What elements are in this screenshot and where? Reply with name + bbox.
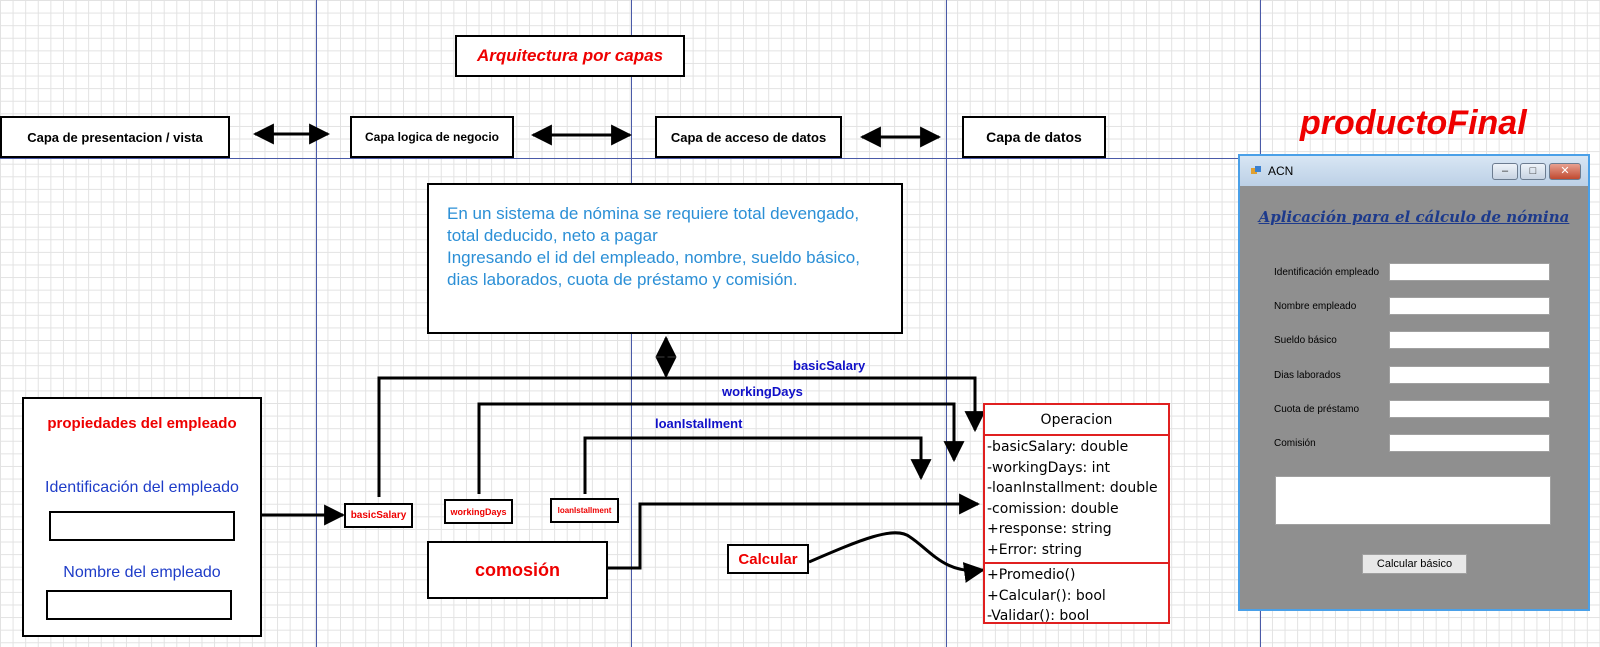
employee-id-field[interactable] [49, 511, 235, 541]
field-label-commission: Comisión [1274, 438, 1316, 449]
employee-name-input[interactable] [1389, 297, 1550, 315]
guide-line [946, 0, 947, 647]
field-label-basic-salary: Sueldo básico [1274, 335, 1337, 346]
layer-data-access: Capa de acceso de datos [655, 116, 842, 158]
uml-attribute: -comission: double [987, 500, 1119, 517]
guide-line [316, 0, 317, 647]
minimize-button[interactable]: – [1492, 163, 1518, 180]
description-line: En un sistema de nómina se requiere tota… [447, 204, 860, 223]
description-line: total deducido, neto a pagar [447, 226, 658, 245]
working-days-box: workingDays [444, 499, 513, 524]
arrow-basic-salary [377, 376, 986, 497]
calcular-box: Calcular [727, 544, 809, 574]
uml-class-name: Operacion [985, 405, 1168, 436]
uml-attribute: -basicSalary: double [987, 439, 1129, 455]
employee-name-field[interactable] [46, 590, 232, 620]
arrow-loan-installment [583, 436, 932, 494]
uml-attribute: -workingDays: int [987, 459, 1110, 476]
connector-label-basic-salary: basicSalary [793, 358, 866, 373]
uml-operation: -Validar(): bool [987, 608, 1090, 624]
employee-panel-title: propiedades del empleado [47, 415, 237, 432]
diagram-title: Arquitectura por capas [455, 35, 685, 77]
close-button[interactable]: ✕ [1549, 163, 1581, 180]
window-client: Aplicación para el cálculo de nómina Ide… [1248, 186, 1580, 605]
uml-class-operacion: Operacion -basicSalary: double -workingD… [983, 403, 1170, 624]
field-label-loan-quota: Cuota de préstamo [1274, 404, 1360, 415]
basic-salary-input[interactable] [1389, 331, 1550, 349]
uml-operation: +Calcular(): bool [987, 587, 1106, 604]
layer-data: Capa de datos [962, 116, 1106, 158]
uml-attribute: -loanInstallment: double [987, 480, 1158, 496]
uml-operations: +Promedio() +Calcular(): bool -Validar()… [985, 564, 1168, 627]
loan-installment-box: loanIstallment [550, 498, 619, 523]
result-output[interactable] [1275, 476, 1551, 525]
window-title: ACN [1268, 164, 1294, 178]
commission-input[interactable] [1389, 434, 1550, 452]
connector-label-working-days: workingDays [722, 384, 803, 399]
comision-box: comosión [427, 541, 608, 599]
basic-salary-box: basicSalary [344, 503, 413, 528]
maximize-button[interactable]: □ [1520, 163, 1546, 180]
arrow-calcular [808, 531, 986, 583]
layer-presentation: Capa de presentacion / vista [0, 116, 230, 158]
employee-id-input[interactable] [1389, 263, 1550, 281]
connector-label-loan-installment: loanIstallment [655, 416, 743, 431]
app-window: ACN – □ ✕ Aplicación para el cálculo de … [1238, 154, 1590, 611]
window-titlebar[interactable]: ACN – □ ✕ [1240, 156, 1588, 186]
field-label-days-worked: Dias laborados [1274, 370, 1341, 381]
layer-business-logic: Capa logica de negocio [350, 116, 514, 158]
app-icon [1251, 166, 1261, 174]
uml-attribute: +response: string [987, 521, 1112, 537]
arrow-comision [608, 493, 981, 570]
field-label-employee-name: Nombre empleado [1274, 301, 1357, 312]
app-title: Aplicación para el cálculo de nómina [1258, 208, 1570, 226]
calculate-basic-button[interactable]: Calcular básico [1362, 554, 1467, 574]
uml-attributes: -basicSalary: double -workingDays: int -… [985, 436, 1168, 564]
guide-line [0, 158, 1240, 159]
employee-name-label: Nombre del empleado [63, 564, 221, 581]
arrow-working-days [477, 402, 965, 494]
description-box: En un sistema de nómina se requiere tota… [427, 183, 903, 334]
loan-quota-input[interactable] [1389, 400, 1550, 418]
field-label-employee-id: Identificación empleado [1274, 267, 1380, 278]
description-line: dias laborados, cuota de préstamo y comi… [447, 270, 798, 289]
description-line: Ingresando el id del empleado, nombre, s… [447, 248, 860, 267]
product-final-heading: productoFinal [1300, 104, 1527, 142]
uml-attribute: +Error: string [987, 541, 1082, 558]
uml-operation: +Promedio() [987, 567, 1076, 583]
employee-id-label: Identificación del empleado [45, 479, 239, 496]
employee-panel: propiedades del empleado Identificación … [22, 397, 262, 637]
days-worked-input[interactable] [1389, 366, 1550, 384]
